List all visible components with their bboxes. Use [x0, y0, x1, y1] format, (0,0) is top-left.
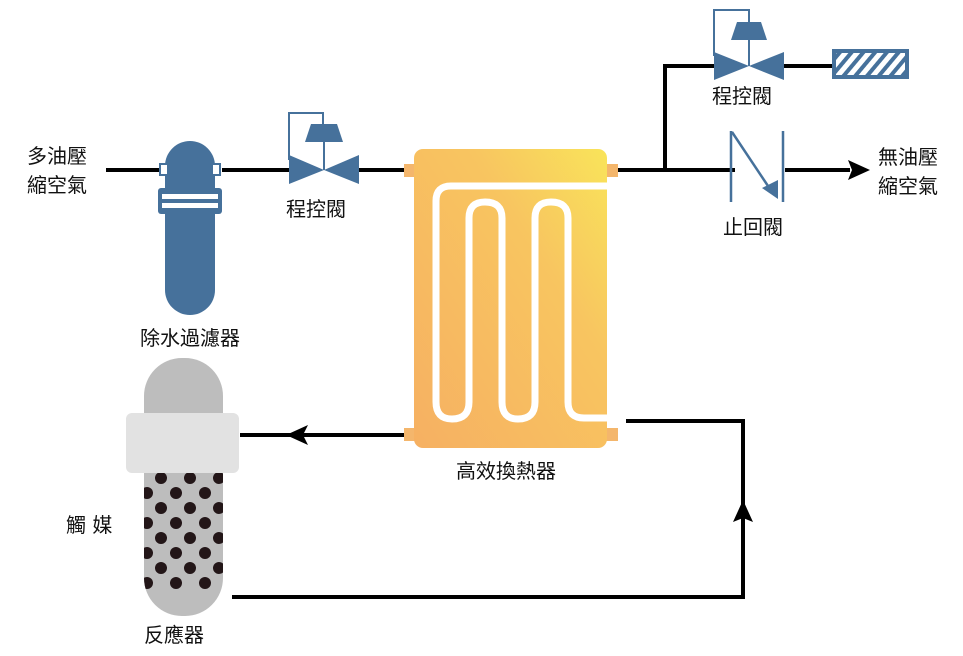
catalyst-dot: [228, 577, 240, 589]
control-valve-vent[interactable]: [713, 9, 784, 80]
catalyst-dot: [184, 472, 196, 484]
catalyst-dot: [170, 487, 182, 499]
catalyst-dot: [144, 487, 153, 499]
check-valve[interactable]: [729, 131, 785, 202]
reactor-label: 反應器: [144, 623, 204, 647]
catalyst-dot: [184, 562, 196, 574]
arrow-to-reactor-icon: [286, 425, 308, 445]
heat-exchanger-label: 高效換熱器: [456, 459, 556, 483]
hx-port-top-left: [404, 164, 416, 177]
hx-port-bottom-right: [605, 428, 618, 441]
catalyst-dot: [170, 577, 182, 589]
arrow-return-up-icon: [733, 500, 753, 522]
hx-body: [414, 149, 607, 448]
catalyst-dot: [170, 547, 182, 559]
catalyst-label: 觸 媒: [66, 513, 112, 537]
catalyst-dot: [228, 517, 240, 529]
catalyst-dot: [184, 502, 196, 514]
catalyst-dot: [199, 487, 211, 499]
water-filter[interactable]: [158, 141, 222, 315]
pipe-branch-to-vent-valve: [663, 64, 715, 170]
outlet-label-line1: 無油壓: [878, 145, 938, 169]
catalyst-dot: [213, 532, 223, 544]
hx-coil: [432, 182, 607, 423]
hx-port-top-right: [605, 164, 618, 177]
catalyst-dot: [213, 562, 223, 574]
muffler[interactable]: [832, 49, 909, 79]
reactor-body: [144, 358, 223, 616]
catalyst-dot: [155, 472, 167, 484]
catalyst-dot: [170, 517, 182, 529]
reactor[interactable]: [126, 358, 254, 616]
catalyst-dot: [155, 532, 167, 544]
hx-port-bottom-left: [404, 428, 416, 441]
catalyst-dot: [199, 547, 211, 559]
catalyst-dot: [199, 517, 211, 529]
heat-exchanger[interactable]: [404, 149, 618, 448]
catalyst-dot: [184, 532, 196, 544]
reactor-band: [126, 413, 239, 473]
catalyst-dot: [228, 547, 240, 559]
catalyst-dot: [199, 577, 211, 589]
catalyst-dot: [242, 502, 254, 514]
control-valve-vent-label: 程控閥: [712, 84, 772, 108]
catalyst-dot: [144, 547, 153, 559]
outlet-label-line2: 縮空氣: [878, 174, 938, 198]
catalyst-dot: [144, 517, 153, 529]
catalyst-dot: [242, 472, 254, 484]
water-filter-label: 除水過濾器: [140, 326, 240, 350]
catalyst-dot: [144, 577, 153, 589]
catalyst-dot: [213, 502, 223, 514]
control-valve-main[interactable]: [288, 112, 359, 184]
inlet-label-line1: 多油壓: [27, 144, 87, 168]
catalyst-dot: [155, 562, 167, 574]
catalyst-dot: [242, 562, 254, 574]
check-valve-label: 止回閥: [723, 215, 783, 239]
arrow-outlet-icon: [848, 160, 870, 180]
catalyst-dot: [213, 472, 223, 484]
catalyst-dot: [155, 502, 167, 514]
catalyst-dot: [228, 487, 240, 499]
catalyst-dot: [242, 532, 254, 544]
control-valve-main-label: 程控閥: [286, 197, 346, 221]
inlet-label-line2: 縮空氣: [27, 173, 87, 197]
